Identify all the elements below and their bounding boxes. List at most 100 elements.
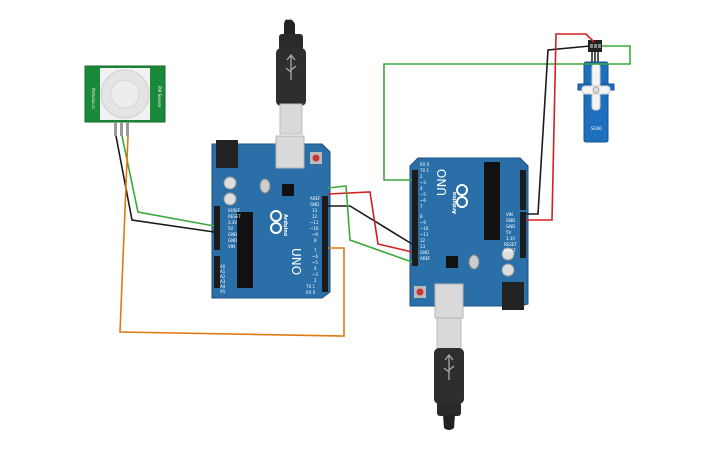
arduino-left-digital-header[interactable]	[322, 196, 328, 292]
wire-servo-signal[interactable]	[383, 45, 631, 181]
left-pin-7: 7	[314, 248, 317, 253]
pir-label-left: Arduino.cc	[91, 88, 96, 109]
left-pin-gnd2: GND	[228, 238, 237, 243]
arduino-right-analog-header[interactable]	[520, 170, 526, 210]
wire-5v-link[interactable]	[327, 191, 413, 253]
left-pin-3: ~3	[312, 272, 318, 277]
left-pin-ioref: IOREF	[228, 208, 241, 213]
left-pin-vin: VIN	[228, 244, 235, 249]
right-pin-3: ~3	[420, 180, 426, 185]
usb-plug-metal-bottom	[436, 317, 462, 351]
right-pin-8: 8	[420, 214, 423, 219]
left-pin-a4: A4	[220, 284, 226, 289]
usb-cable-strain-top	[284, 19, 295, 36]
right-pin-gnd2: GND	[506, 218, 515, 223]
right-pin-gnd1: GND	[506, 224, 515, 229]
servo-motor[interactable]: SG90	[577, 40, 615, 143]
right-pin-reset: RESET	[504, 242, 517, 247]
left-pin-11: ~11	[310, 220, 319, 225]
arduino-right-power-jack[interactable]	[502, 282, 524, 310]
arduino-uno-left[interactable]: IOREF RESET 3.3V 5V GND GND VIN AREF GND…	[211, 135, 331, 299]
pir-pin-out[interactable]	[120, 122, 123, 136]
left-pin-a0: A0	[220, 264, 226, 269]
pir-pin-vcc[interactable]	[126, 122, 129, 136]
arduino-left-model: UNO	[289, 248, 303, 275]
arduino-right-digital-header[interactable]	[412, 170, 418, 266]
right-pin-2: 2	[420, 174, 423, 179]
left-pin-2: 2	[314, 278, 317, 283]
wire-signal-link[interactable]	[327, 185, 413, 263]
right-pin-11: ~11	[420, 232, 429, 237]
left-pin-6: ~6	[312, 254, 318, 259]
left-pin-reset: RESET	[228, 214, 241, 219]
infinity-icon	[270, 222, 282, 234]
usb-symbol-icon	[285, 53, 297, 80]
arduino-left-analog-header[interactable]	[214, 256, 220, 288]
right-pin-tx: TX 1	[419, 168, 429, 173]
left-pin-12: 12	[312, 214, 318, 219]
right-pin-4: 4	[420, 186, 423, 191]
wire-pir-signal[interactable]	[121, 135, 215, 227]
arduino-right-usb-port[interactable]	[434, 283, 464, 319]
left-pin-rx: RX 0	[306, 290, 316, 295]
servo-connector-pin	[594, 44, 597, 48]
right-pin-10: ~10	[420, 226, 429, 231]
arduino-left-atmega-chip	[237, 212, 253, 288]
left-pin-8: 8	[314, 238, 317, 243]
left-pin-5v: 5V	[228, 226, 234, 231]
left-pin-a3: A3	[220, 279, 226, 284]
arduino-left-capacitor-2	[223, 192, 237, 206]
right-pin-5v: 5V	[506, 230, 512, 235]
infinity-icon	[270, 210, 282, 222]
wire-pir-gnd[interactable]	[115, 135, 215, 233]
right-pin-12: 12	[420, 238, 426, 243]
arduino-left-reset-cap	[312, 154, 320, 162]
left-pin-gnd-d: GND	[310, 202, 319, 207]
arduino-right-atmega-chip	[484, 162, 500, 240]
wire-pir-orange[interactable]	[119, 135, 345, 337]
arduino-right-model: UNO	[435, 169, 449, 196]
wire-servo-vcc[interactable]	[526, 33, 595, 221]
right-pin-aref: AREF	[420, 256, 431, 261]
servo-cable	[591, 52, 599, 62]
arduino-right-brand: Arduino	[452, 191, 458, 214]
left-pin-a5: A5	[220, 289, 226, 294]
arduino-left-logo	[270, 210, 282, 234]
right-pin-6: ~6	[420, 198, 426, 203]
usb-cable-bottom[interactable]	[434, 317, 464, 430]
right-pin-ioref: IOREF	[504, 248, 517, 253]
usb-plug-metal-top	[279, 103, 303, 135]
usb-cable-strain-bottom	[443, 415, 455, 430]
pir-label-right: PIR Sensor	[157, 86, 162, 108]
right-pin-rx: RX 0	[420, 162, 430, 167]
left-pin-3v3: 3.3V	[228, 220, 237, 225]
left-pin-a2: A2	[220, 274, 226, 279]
usb-cable-collar-bottom	[437, 402, 461, 416]
servo-connector-pin	[590, 44, 593, 48]
left-pin-a1: A1	[220, 269, 226, 274]
servo-label: SG90	[591, 126, 602, 131]
arduino-left-capacitor-1	[223, 176, 237, 190]
left-pin-9: ~9	[312, 232, 318, 237]
wire-servo-gnd[interactable]	[526, 45, 591, 215]
right-pin-9: ~9	[420, 220, 426, 225]
arduino-right-usb-chip	[446, 256, 458, 268]
arduino-left-brand: Arduino	[282, 214, 288, 237]
arduino-uno-right[interactable]: RX 0 TX 1 2 ~3 4 ~5 ~6 7 8 ~9 ~10 ~11 12…	[409, 157, 529, 319]
pir-pin-gnd[interactable]	[114, 122, 117, 136]
arduino-left-usb-port[interactable]	[275, 135, 305, 169]
arduino-right-power-header[interactable]	[520, 212, 526, 258]
left-pin-aref: AREF	[310, 196, 321, 201]
usb-cable-collar-top	[279, 34, 303, 50]
arduino-right-logo	[456, 184, 468, 208]
servo-horn-screw	[592, 86, 600, 94]
pir-sensor[interactable]: Arduino.cc PIR Sensor	[84, 65, 166, 136]
right-pin-7: 7	[420, 204, 423, 209]
left-pin-10: ~10	[310, 226, 319, 231]
wire-gnd-link[interactable]	[328, 205, 413, 245]
usb-cable-top[interactable]	[276, 19, 306, 135]
arduino-left-power-jack[interactable]	[216, 140, 238, 168]
arduino-left-power-header[interactable]	[214, 206, 220, 288]
